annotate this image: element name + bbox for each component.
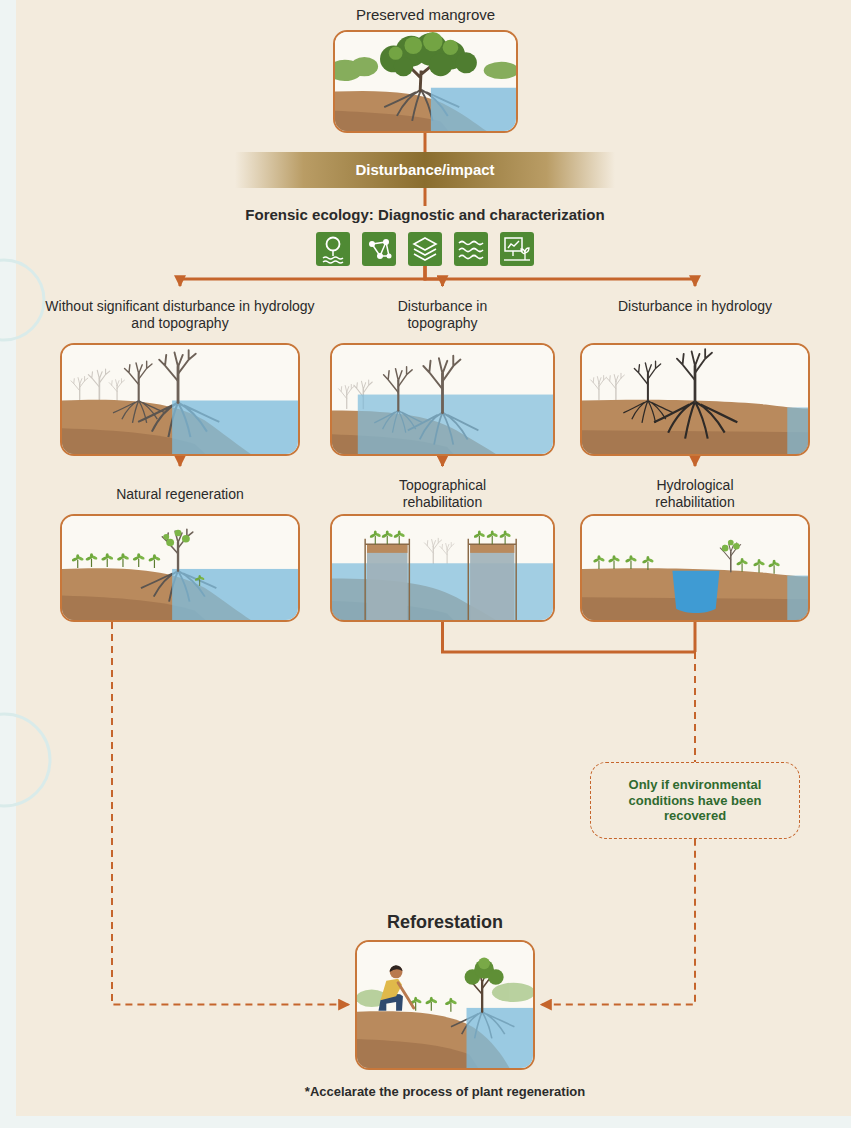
- connector: [695, 456, 696, 466]
- scene-panel: Natural regeneration: [40, 472, 320, 622]
- connector-line: [180, 266, 425, 286]
- connector: [695, 622, 696, 762]
- connector: [180, 266, 425, 286]
- connector-line: [541, 839, 695, 1005]
- mangrove-illustration: [62, 345, 298, 454]
- heading-area: Hydrological rehabilitation: [580, 476, 810, 512]
- panel-heading: Disturbance in topography: [373, 298, 513, 332]
- panel-heading: Preserved mangrove: [356, 6, 495, 24]
- connector-line: [424, 133, 427, 152]
- scene-panel: Preserved mangrove: [333, 6, 518, 133]
- scene-panel: Disturbance in topography: [330, 292, 555, 456]
- connector: [112, 622, 349, 1005]
- heading-area: Disturbance in topography: [330, 298, 555, 340]
- scene-panel: Reforestation: [355, 912, 535, 1070]
- mangrove-illustration: [332, 345, 553, 454]
- connector-line: [694, 652, 696, 762]
- illustration-frame: [580, 343, 810, 456]
- illustration-frame: [330, 343, 555, 456]
- footnote: *Accelarate the process of plant regener…: [200, 1084, 690, 1100]
- connector-line: [694, 652, 696, 762]
- mangrove-illustration: [582, 516, 808, 620]
- heading-area: Disturbance in hydrology: [580, 298, 810, 340]
- mangrove-illustration: [335, 32, 516, 131]
- connector-line: [694, 456, 697, 466]
- connector-line: [441, 456, 444, 466]
- scene-panel: Topographical rehabilitation: [330, 472, 555, 622]
- impact-band: Disturbance/impact: [235, 152, 615, 188]
- method-icon: [454, 232, 488, 266]
- illustration-frame: [330, 514, 555, 622]
- connector-line: [112, 622, 349, 1005]
- illustration-frame: [580, 514, 810, 622]
- connector-line: [179, 456, 182, 466]
- diagnostic-title: Forensic ecology: Diagnostic and charact…: [175, 206, 675, 224]
- mangrove-scene: [332, 345, 553, 454]
- mangrove-illustration: [357, 942, 533, 1068]
- panel-heading: Disturbance in hydrology: [618, 298, 772, 315]
- connector: [442, 456, 443, 466]
- mangrove-scene: [357, 942, 533, 1068]
- connector-line: [424, 188, 427, 206]
- panel-heading: Reforestation: [387, 912, 503, 934]
- scene-panel: Disturbance in hydrology: [580, 292, 810, 456]
- mangrove-illustration: [582, 345, 808, 454]
- panel-heading: Topographical rehabilitation: [368, 477, 518, 511]
- connector: [541, 839, 695, 1005]
- scene-panel: Without significant disturbance in hydro…: [40, 292, 320, 456]
- illustration-frame: [355, 940, 535, 1070]
- mangrove-scene: [62, 345, 298, 454]
- panel-heading: Natural regeneration: [116, 486, 244, 503]
- mangrove-scene: [332, 516, 553, 620]
- mangrove-scene: [582, 516, 808, 620]
- connector: [443, 622, 696, 762]
- connector-line: [443, 622, 696, 652]
- connector-line: [425, 266, 695, 286]
- mangrove-scene: [582, 345, 808, 454]
- method-icon: [362, 232, 396, 266]
- method-icon: [500, 232, 534, 266]
- mangrove-scene: [62, 516, 298, 620]
- heading-area: Preserved mangrove: [333, 6, 518, 24]
- mangrove-illustration: [332, 516, 553, 620]
- connector: [425, 266, 695, 286]
- mangrove-illustration: [62, 516, 298, 620]
- diagnostic-header: Forensic ecology: Diagnostic and charact…: [175, 206, 675, 266]
- connector: [425, 188, 426, 206]
- connector: [425, 266, 443, 286]
- method-icons: [316, 232, 534, 266]
- heading-area: Reforestation: [355, 912, 535, 934]
- panel-heading: Hydrological rehabilitation: [620, 477, 770, 511]
- mangrove-scene: [335, 32, 516, 131]
- heading-area: Without significant disturbance in hydro…: [40, 298, 320, 340]
- connector: [425, 133, 426, 152]
- illustration-frame: [60, 343, 300, 456]
- method-icon: [316, 232, 350, 266]
- connector-line: [425, 266, 443, 286]
- illustration-frame: [333, 30, 518, 133]
- illustration-frame: [60, 514, 300, 622]
- band-text: Disturbance/impact: [245, 161, 605, 179]
- connector-line: [694, 622, 697, 652]
- panel-heading: Without significant disturbance in hydro…: [40, 298, 320, 332]
- callout-text: Only if environmental conditions have be…: [603, 777, 787, 824]
- scene-panel: Hydrological rehabilitation: [580, 472, 810, 622]
- connector: [180, 456, 181, 466]
- heading-area: Topographical rehabilitation: [330, 476, 555, 512]
- heading-area: Natural regeneration: [40, 476, 320, 512]
- condition-callout: Only if environmental conditions have be…: [590, 762, 800, 839]
- method-icon: [408, 232, 442, 266]
